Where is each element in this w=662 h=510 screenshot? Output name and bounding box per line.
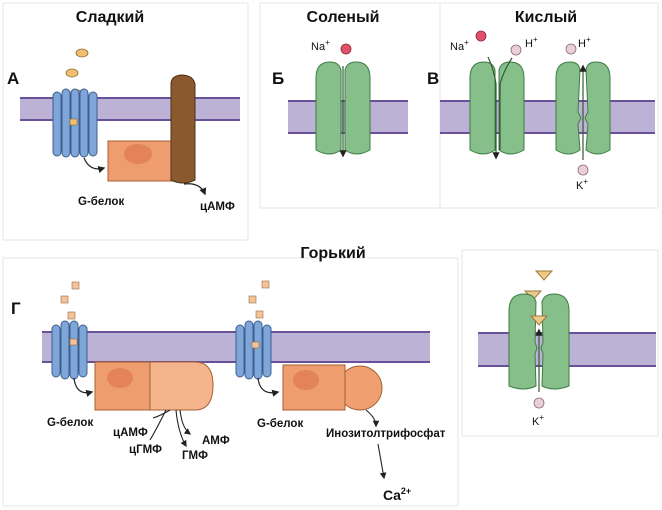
svg-text:Na+: Na+ bbox=[311, 38, 330, 53]
g-protein-bitter-1 bbox=[94, 361, 214, 411]
svg-text:K+: K+ bbox=[576, 177, 588, 192]
arrow-from-camp bbox=[152, 409, 171, 419]
sodium-ion-v: Na+ bbox=[450, 30, 487, 53]
arrow-to-amp bbox=[179, 409, 192, 435]
title-bitter: Горький bbox=[300, 245, 365, 262]
panel-letter-a: А bbox=[7, 69, 19, 88]
label-camp-g: цАМФ bbox=[113, 427, 148, 439]
title-sour: Кислый bbox=[515, 9, 577, 26]
panel-letter-v: В bbox=[427, 69, 439, 88]
arrow-to-gmp bbox=[175, 409, 187, 448]
label-ca: Ca2+ bbox=[383, 486, 411, 503]
receptor-bitter-2 bbox=[235, 320, 272, 380]
arrow-receptor-2-to-gprotein bbox=[257, 377, 280, 397]
proton-v2: H+ bbox=[565, 35, 591, 55]
channel-bitter-potassium bbox=[508, 293, 570, 392]
effector-sweet bbox=[170, 74, 196, 184]
g-protein-bitter-2 bbox=[282, 364, 383, 411]
channel-salty bbox=[315, 61, 371, 158]
label-gmp-g: ГМФ bbox=[182, 450, 208, 462]
channel-sour-1 bbox=[469, 56, 525, 160]
receptor-bitter-1 bbox=[51, 320, 88, 380]
label-ip3: Инозитолтрифосфат bbox=[326, 428, 446, 440]
svg-text:K+: K+ bbox=[532, 413, 544, 428]
arrow-receptor-to-gprotein bbox=[83, 157, 106, 174]
label-amp-g: АМФ bbox=[202, 435, 230, 447]
g-protein-sweet bbox=[107, 140, 179, 182]
panel-a-background bbox=[2, 2, 249, 241]
bitter-blocker-molecules bbox=[523, 270, 554, 301]
svg-text:Na+: Na+ bbox=[450, 38, 469, 53]
potassium-ion-right: K+ bbox=[532, 397, 545, 428]
label-g-protein-g2: G-белок bbox=[257, 418, 303, 430]
label-g-protein-g1: G-белок bbox=[47, 417, 93, 429]
label-cgmp-g: цГМФ bbox=[129, 444, 162, 456]
arrow-from-cgmp bbox=[149, 409, 167, 441]
arrow-to-ip3 bbox=[365, 409, 380, 428]
label-g-protein-a: G-белок bbox=[78, 196, 124, 208]
title-sweet: Сладкий bbox=[76, 9, 144, 26]
panel-letter-g: Г bbox=[11, 299, 21, 318]
receptor-sweet bbox=[52, 88, 98, 158]
panel-g-background bbox=[2, 257, 459, 507]
proton-v1: H+ bbox=[510, 35, 538, 56]
svg-text:H+: H+ bbox=[525, 35, 538, 50]
bitter-molecules-1 bbox=[60, 281, 80, 320]
panel-letter-b: Б bbox=[272, 69, 284, 88]
svg-text:H+: H+ bbox=[578, 35, 591, 50]
label-camp-a: цАМФ bbox=[200, 201, 235, 213]
arrow-effector-to-camp bbox=[183, 183, 207, 196]
arrow-ip3-to-ca bbox=[377, 443, 387, 480]
potassium-ion-v: K+ bbox=[576, 164, 589, 192]
arrow-receptor-1-to-gprotein bbox=[73, 377, 94, 397]
sodium-ion-b: Na+ bbox=[311, 38, 352, 55]
channel-sour-2 bbox=[555, 61, 611, 160]
title-salty: Соленый bbox=[307, 9, 380, 26]
bitter-molecules-2 bbox=[248, 280, 270, 319]
